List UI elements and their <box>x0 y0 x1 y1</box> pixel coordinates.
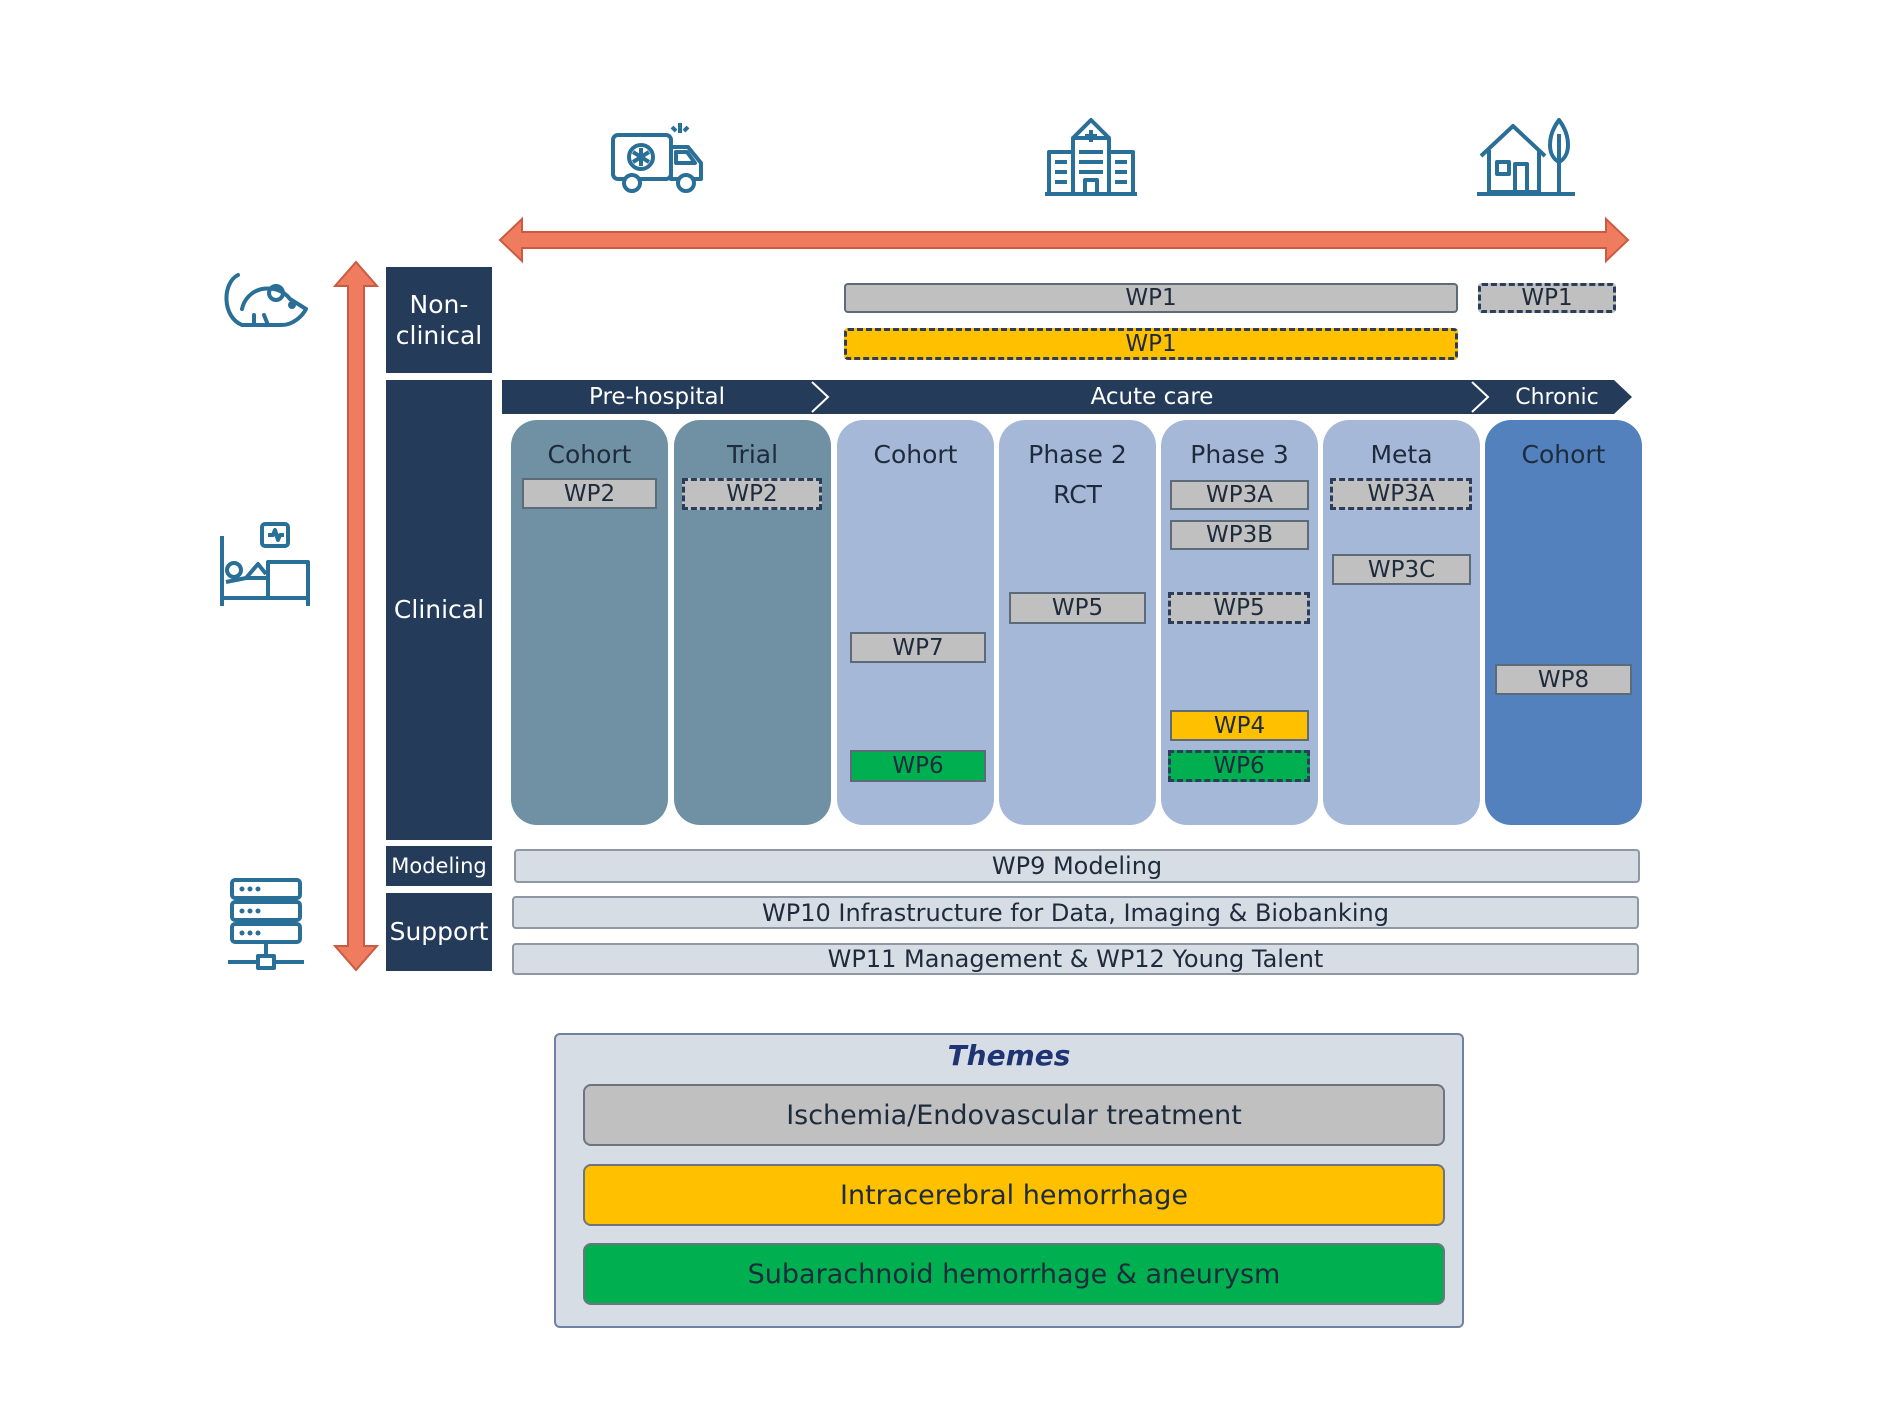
strip-infrastructure-label: WP10 Infrastructure for Data, Imaging & … <box>762 898 1389 927</box>
row-header-support: Support <box>386 893 492 971</box>
strip-infrastructure: WP10 Infrastructure for Data, Imaging & … <box>512 896 1639 929</box>
phase-acute-care: Acute care <box>832 380 1472 414</box>
wp-box: WP7 <box>850 632 986 663</box>
study-column-prehospital-cohort: Cohort WP2 <box>511 420 668 825</box>
wp-label: WP4 <box>1213 712 1266 739</box>
wp-label: WP6 <box>892 753 944 779</box>
patient-bed-icon <box>218 520 312 610</box>
theme-item-label: Intracerebral hemorrhage <box>840 1179 1188 1211</box>
study-column-prehospital-trial: Trial WP2 <box>674 420 831 825</box>
study-column-acute-cohort: Cohort WP7 WP6 <box>837 420 994 825</box>
wp-label: WP1 <box>1125 285 1177 311</box>
server-icon <box>224 876 308 972</box>
wp-box: WP3A <box>1330 478 1472 510</box>
theme-item-ich: Intracerebral hemorrhage <box>583 1164 1445 1226</box>
column-title: Cohort <box>873 440 958 469</box>
wp-bar-nonclinical-grey-dashed: WP1 <box>1478 283 1616 313</box>
wp-box: WP3C <box>1332 554 1471 585</box>
wp-box: WP3B <box>1170 520 1309 550</box>
wp-box: WP2 <box>682 478 822 510</box>
column-title: Trial <box>726 440 779 469</box>
wp-label: WP1 <box>1125 331 1177 357</box>
wp-label: WP5 <box>1213 595 1265 621</box>
theme-item-sah: Subarachnoid hemorrhage & aneurysm <box>583 1243 1445 1305</box>
wp-box: WP5 <box>1168 592 1310 624</box>
theme-item-label: Ischemia/Endovascular treatment <box>786 1099 1242 1131</box>
wp-box: WP5 <box>1009 592 1146 624</box>
study-column-meta: Meta WP3A WP3C <box>1323 420 1480 825</box>
time-axis-arrow <box>498 215 1630 265</box>
wp-label: WP2 <box>563 480 616 507</box>
wp-box: WP2 <box>522 478 657 509</box>
wp-label: WP6 <box>1213 753 1265 779</box>
wp-label: WP5 <box>1051 595 1104 621</box>
ambulance-icon <box>608 115 708 199</box>
column-subtitle: RCT <box>1053 480 1102 509</box>
wp-box: WP8 <box>1495 664 1632 695</box>
wp-bar-nonclinical-grey: WP1 <box>844 283 1458 313</box>
study-column-phase3: Phase 3 WP3A WP3B WP5 WP4 WP6 <box>1161 420 1318 825</box>
themes-legend: Themes Ischemia/Endovascular treatment I… <box>554 1033 1464 1328</box>
theme-item-label: Subarachnoid hemorrhage & aneurysm <box>747 1258 1281 1290</box>
wp-box: WP3A <box>1170 480 1309 510</box>
row-header-nonclinical-line2: clinical <box>395 321 483 350</box>
hospital-icon <box>1043 108 1139 200</box>
wp-label: WP8 <box>1537 666 1590 693</box>
wp-label: WP3A <box>1367 481 1435 507</box>
rat-icon <box>218 265 310 337</box>
theme-item-ischemia: Ischemia/Endovascular treatment <box>583 1084 1445 1146</box>
strip-modeling: WP9 Modeling <box>514 849 1640 883</box>
phase-prehospital-label: Pre-hospital <box>589 384 725 410</box>
row-header-clinical-label: Clinical <box>393 595 485 625</box>
phase-acute-label: Acute care <box>1090 384 1214 410</box>
wp-bar-nonclinical-orange-dashed: WP1 <box>844 328 1458 360</box>
themes-title: Themes <box>947 1039 1071 1072</box>
wp-label: WP2 <box>726 481 778 507</box>
wp-label: WP3B <box>1205 522 1274 548</box>
row-header-nonclinical: Non- clinical <box>386 267 492 373</box>
phase-prehospital: Pre-hospital <box>502 380 812 414</box>
wp-label: WP3A <box>1206 482 1273 508</box>
wp-label: WP7 <box>892 634 944 661</box>
row-header-nonclinical-line1: Non- <box>409 289 469 319</box>
strip-modeling-label: WP9 Modeling <box>991 852 1163 880</box>
row-header-support-label: Support <box>389 917 489 947</box>
phase-chronic-label: Chronic <box>1515 384 1599 410</box>
column-title: Phase 3 <box>1190 440 1289 469</box>
research-axis-arrow <box>331 260 381 972</box>
row-header-modeling: Modeling <box>386 846 492 886</box>
row-header-modeling-label: Modeling <box>391 853 487 878</box>
column-title: Meta <box>1370 440 1433 469</box>
study-column-chronic-cohort: Cohort WP8 <box>1485 420 1642 825</box>
wp-box: WP4 <box>1170 710 1309 741</box>
wp-box: WP6 <box>850 750 986 782</box>
phase-bar: Pre-hospital Acute care Chronic <box>502 380 1632 414</box>
home-icon <box>1477 112 1577 202</box>
column-title: Phase 2 <box>1028 440 1127 469</box>
row-header-clinical: Clinical <box>386 380 492 840</box>
strip-management: WP11 Management & WP12 Young Talent <box>512 943 1639 975</box>
strip-management-label: WP11 Management & WP12 Young Talent <box>827 945 1324 973</box>
column-title: Cohort <box>547 440 632 469</box>
wp-label: WP3C <box>1367 556 1436 583</box>
column-title: Cohort <box>1521 440 1606 469</box>
phase-chronic: Chronic <box>1492 380 1622 414</box>
wp-label: WP1 <box>1521 285 1573 311</box>
study-column-phase2-rct: Phase 2 RCT WP5 <box>999 420 1156 825</box>
wp-box: WP6 <box>1168 750 1310 782</box>
